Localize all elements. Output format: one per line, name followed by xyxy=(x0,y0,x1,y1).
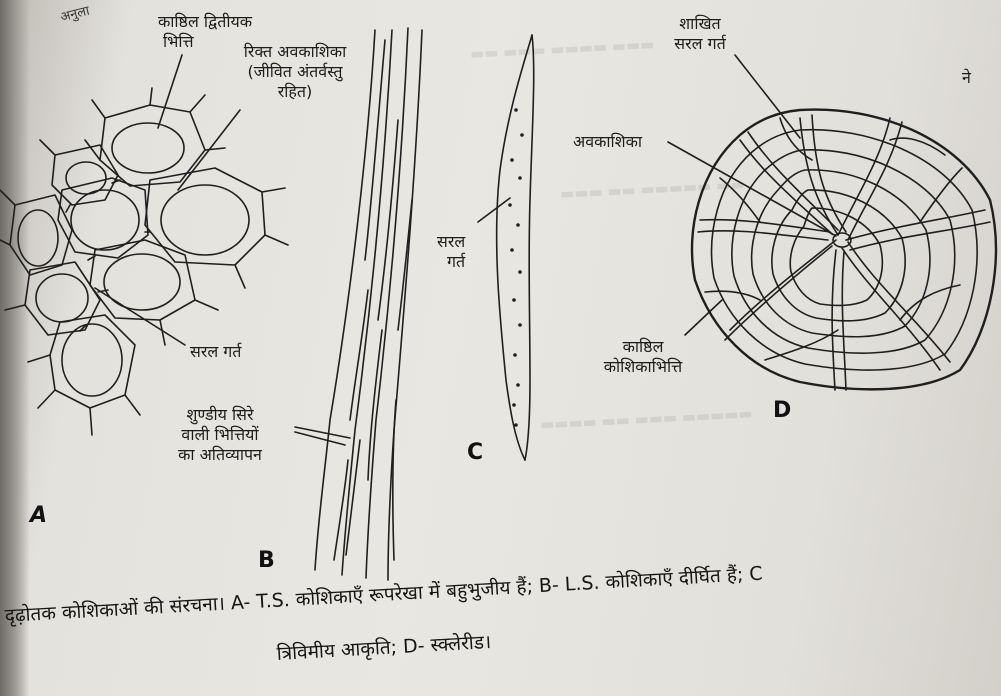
margin-character: ने xyxy=(962,68,971,88)
figure-d-sclereid xyxy=(668,55,996,390)
label-line: काष्ठिल द्वितीयक xyxy=(145,12,265,32)
label-line: गर्त xyxy=(437,252,465,272)
label-branched-pit: शाखित सरल गर्त xyxy=(650,14,750,54)
label-line: शुण्डीय सिरे xyxy=(150,405,290,425)
figure-letter-c: C xyxy=(467,440,483,465)
label-simple-pit-a: सरल गर्त xyxy=(190,342,241,362)
label-line: वाली भित्तियों xyxy=(150,425,290,445)
label-lignified-wall: काष्ठिल कोशिकाभित्ति xyxy=(588,337,698,377)
label-empty-lumen: रिक्त अवकाशिका (जीवित अंतर्वस्तु रहित) xyxy=(225,42,365,102)
label-line: शाखित xyxy=(650,14,750,34)
label-line: का अतिव्यापन xyxy=(150,445,290,465)
label-lumen: अवकाशिका xyxy=(573,132,642,152)
figure-letter-b: B xyxy=(258,548,275,573)
figure-a-ts-cells xyxy=(0,55,288,435)
label-line: कोशिकाभित्ति xyxy=(588,357,698,377)
label-line: सरल गर्त xyxy=(650,34,750,54)
label-tapering-walls: शुण्डीय सिरे वाली भित्तियों का अतिव्यापन xyxy=(150,405,290,465)
figure-b-ls-fibres xyxy=(295,28,422,580)
label-line: रहित) xyxy=(225,82,365,102)
label-simple-pit-c: सरल गर्त xyxy=(437,232,465,272)
figure-c-pits xyxy=(508,108,524,427)
label-line: सरल xyxy=(437,232,465,252)
figure-c-fibre xyxy=(478,35,534,460)
figure-letter-d: D xyxy=(773,398,791,423)
label-line: काष्ठिल xyxy=(588,337,698,357)
label-line: रिक्त अवकाशिका xyxy=(225,42,365,62)
label-line: (जीवित अंतर्वस्तु xyxy=(225,62,365,82)
figure-letter-a: A xyxy=(30,503,47,528)
